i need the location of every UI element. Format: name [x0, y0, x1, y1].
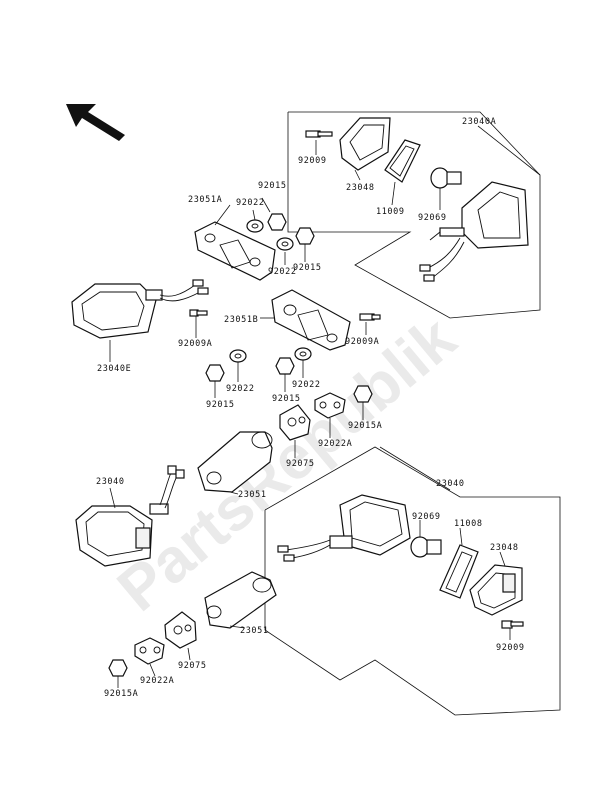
label-92015A-b: 92015A	[104, 689, 138, 699]
signal-light-23040E	[71, 279, 209, 339]
grommet-92075-a	[279, 404, 311, 441]
label-23051B: 23051B	[224, 315, 258, 325]
label-92022-b: 92022	[268, 267, 297, 277]
label-92015A-a: 92015A	[348, 421, 382, 431]
label-92022A-b: 92022A	[140, 676, 174, 686]
label-92009A-right: 92009A	[345, 337, 379, 347]
label-11009: 11009	[376, 207, 405, 217]
label-92022A-a: 92022A	[318, 439, 352, 449]
label-92022-a: 92022	[236, 198, 265, 208]
bolt-92009A-right	[359, 313, 381, 321]
label-92009-top: 92009	[298, 156, 327, 166]
nut-92015-c	[205, 364, 225, 382]
label-23040-left: 23040	[96, 477, 125, 487]
label-23040-right: 23040	[436, 479, 465, 489]
group-frame-top	[287, 111, 541, 319]
washer-92022A-a	[314, 392, 346, 419]
label-23051-a: 23051	[238, 490, 267, 500]
holder-23051-a	[197, 431, 273, 493]
lens-23048-bottom	[469, 564, 523, 616]
signal-light-23040A	[429, 181, 529, 249]
washer-92022-d	[294, 347, 312, 361]
label-23051A: 23051A	[188, 195, 222, 205]
gasket-11009	[384, 139, 421, 183]
label-11008: 11008	[454, 519, 483, 529]
washer-92022-b	[276, 237, 294, 251]
label-92015-b: 92015	[293, 263, 322, 273]
label-23040E: 23040E	[97, 364, 131, 374]
label-92075-b: 92075	[178, 661, 207, 671]
bracket-23051B	[271, 289, 351, 351]
washer-92022A-b	[134, 637, 165, 665]
nut-92015A-b	[108, 659, 128, 677]
washer-92022-c	[229, 349, 247, 363]
front-direction-arrow-icon	[66, 104, 125, 141]
bulb-92069-top	[430, 167, 462, 189]
nut-92015-b	[295, 227, 315, 245]
bulb-92069-bottom	[410, 536, 442, 558]
nut-92015A-a	[353, 385, 373, 403]
label-92015-d: 92015	[272, 394, 301, 404]
signal-light-23040-right	[277, 494, 411, 562]
label-92015-a: 92015	[258, 181, 287, 191]
label-92022-d: 92022	[292, 380, 321, 390]
grommet-92075-b	[164, 611, 197, 649]
washer-92022-a	[246, 219, 264, 233]
holder-23051-b	[204, 571, 277, 629]
label-23051-b: 23051	[240, 626, 269, 636]
label-92015-c: 92015	[206, 400, 235, 410]
wiring-top-right	[419, 237, 465, 282]
label-92069-bottom: 92069	[412, 512, 441, 522]
label-23048-bottom: 23048	[490, 543, 519, 553]
label-92022-c: 92022	[226, 384, 255, 394]
gasket-11008	[439, 544, 479, 599]
nut-92015-a	[267, 213, 287, 231]
label-23048-top: 23048	[346, 183, 375, 193]
label-23040A: 23040A	[462, 117, 496, 127]
nut-92015-d	[275, 357, 295, 375]
bracket-23051A	[194, 221, 276, 281]
bolt-92009-top	[305, 130, 333, 138]
label-92075-a: 92075	[286, 459, 315, 469]
leader-lines	[109, 125, 541, 688]
group-frame-bottom	[264, 446, 561, 716]
bolt-92009A-left	[189, 309, 208, 317]
label-92009A-left: 92009A	[178, 339, 212, 349]
bolt-92009-bottom	[501, 620, 524, 629]
signal-light-23040-left	[75, 465, 185, 567]
label-92069-top: 92069	[418, 213, 447, 223]
lens-23048-top	[339, 117, 391, 171]
label-92009-bottom: 92009	[496, 643, 525, 653]
